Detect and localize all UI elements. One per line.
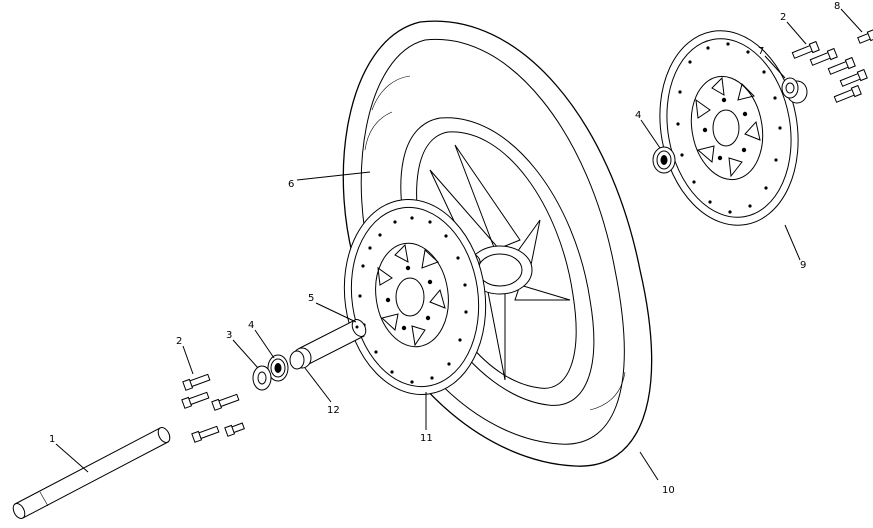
axle <box>12 427 171 519</box>
callout-12: 12 <box>327 405 340 416</box>
disc-right-holes <box>676 42 782 214</box>
axle-spacer <box>299 319 367 365</box>
callout-6: 6 <box>288 179 294 190</box>
leader-lines <box>55 8 863 481</box>
callout-9: 9 <box>800 260 806 271</box>
callout-8: 8 <box>834 1 840 12</box>
callout-11: 11 <box>420 433 433 444</box>
callout-2-left: 2 <box>176 336 182 347</box>
callout-10: 10 <box>662 485 675 496</box>
bolts-right <box>791 28 873 103</box>
callout-3: 3 <box>226 330 232 341</box>
callout-7: 7 <box>758 46 764 57</box>
seal <box>252 365 272 391</box>
bearing-left <box>267 354 289 382</box>
callouts: 1 2 3 4 5 6 11 12 10 4 7 2 8 9 <box>49 1 840 496</box>
bearing-right <box>652 146 676 174</box>
tire <box>342 20 653 467</box>
callout-5: 5 <box>308 293 314 304</box>
callout-1: 1 <box>49 434 55 445</box>
brake-disc-left <box>343 198 487 396</box>
callout-4-right: 4 <box>635 110 641 121</box>
spacer <box>289 347 312 370</box>
callout-2-right: 2 <box>780 12 786 23</box>
spacer-right <box>781 77 808 104</box>
brake-disc-right <box>659 30 799 226</box>
callout-4-left: 4 <box>248 320 254 331</box>
bolts-left <box>181 373 245 443</box>
